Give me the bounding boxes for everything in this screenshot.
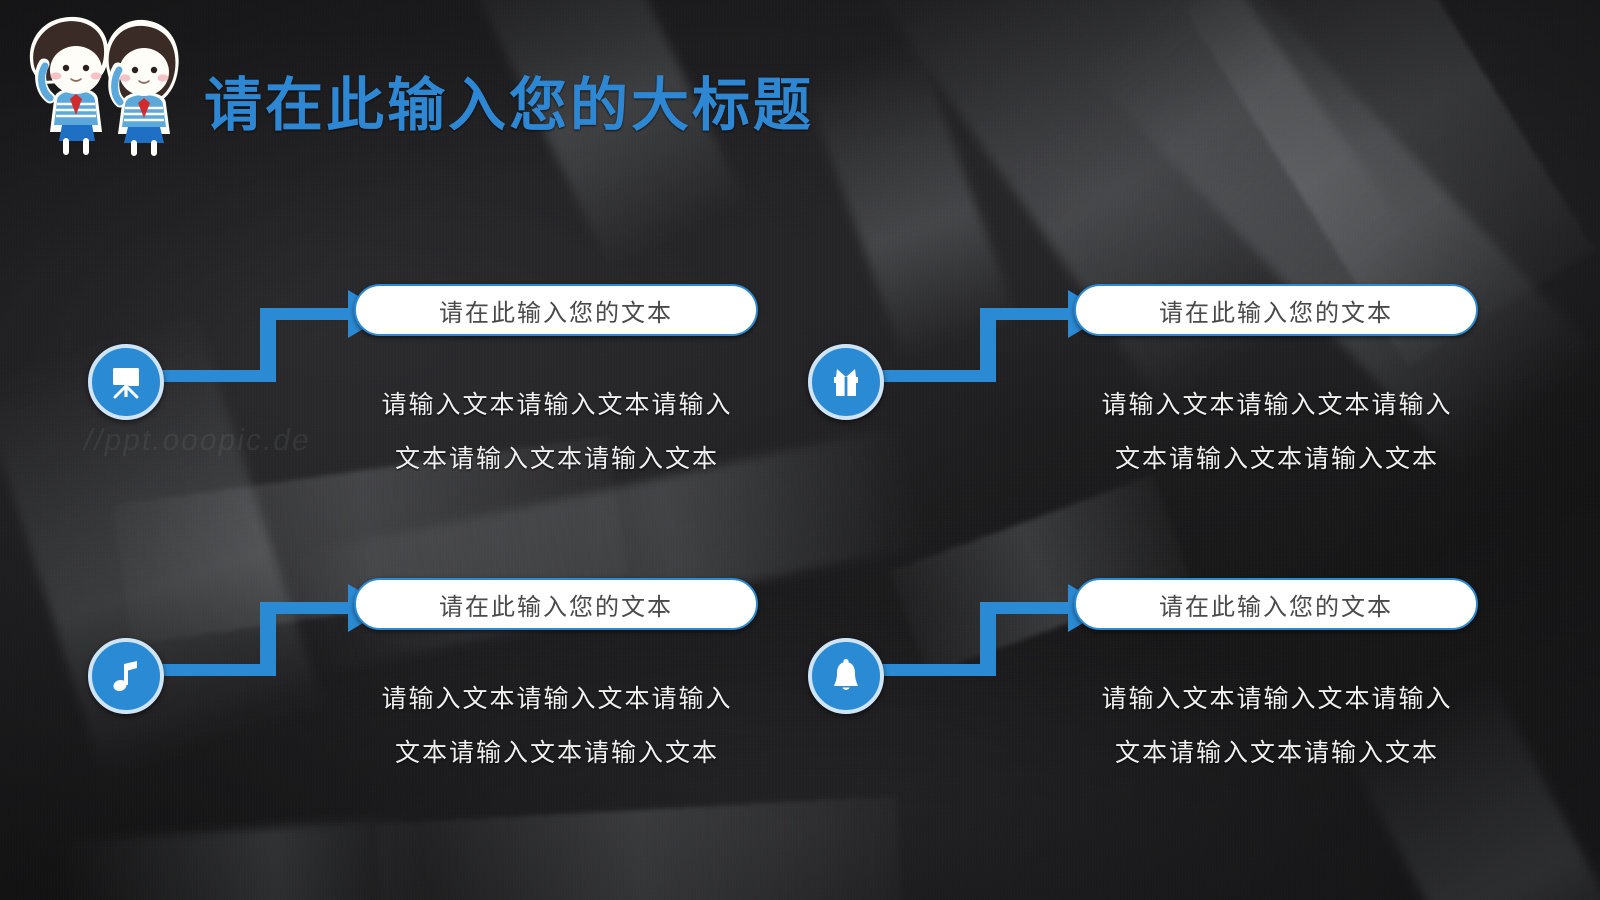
stepped-arrow-connector — [152, 284, 412, 394]
heading-text: 请在此输入您的文本 — [439, 593, 673, 621]
bell-icon[interactable] — [808, 638, 884, 714]
stepped-arrow-connector — [152, 578, 412, 688]
heading-text: 请在此输入您的文本 — [1159, 299, 1393, 327]
content-block: 请在此输入您的文本 请输入文本请输入文本请输入 文本请输入文本请输入文本 — [802, 278, 1542, 568]
body-text: 请输入文本请输入文本请输入 文本请输入文本请输入文本 — [1052, 672, 1502, 780]
heading-pill[interactable]: 请在此输入您的文本 — [1074, 578, 1478, 630]
watermark: //ppt.ooopic.de — [81, 424, 314, 457]
stepped-arrow-connector — [872, 578, 1132, 688]
body-line: 文本请输入文本请输入文本 — [394, 445, 719, 473]
body-line: 文本请输入文本请输入文本 — [394, 739, 719, 767]
presentation-board-icon[interactable] — [88, 344, 164, 420]
page-title: 请在此输入您的大标题 — [204, 73, 815, 138]
heading-text: 请在此输入您的文本 — [439, 299, 673, 327]
content-block: 请在此输入您的文本 请输入文本请输入文本请输入 文本请输入文本请输入文本 — [82, 278, 822, 568]
stepped-arrow-connector — [872, 284, 1132, 394]
body-text: 请输入文本请输入文本请输入 文本请输入文本请输入文本 — [332, 378, 782, 486]
gift-box-icon[interactable] — [808, 344, 884, 420]
heading-text: 请在此输入您的文本 — [1159, 593, 1393, 621]
music-note-icon[interactable] — [88, 638, 164, 714]
slide-header: 请在此输入您的大标题 — [0, 0, 1600, 170]
body-text: 请输入文本请输入文本请输入 文本请输入文本请输入文本 — [1052, 378, 1502, 486]
content-block: 请在此输入您的文本 请输入文本请输入文本请输入 文本请输入文本请输入文本 — [802, 572, 1542, 862]
content-block: 请在此输入您的文本 请输入文本请输入文本请输入 文本请输入文本请输入文本 — [82, 572, 822, 862]
body-line: 请输入文本请输入文本请输入 — [1101, 685, 1453, 713]
heading-pill[interactable]: 请在此输入您的文本 — [354, 284, 758, 336]
heading-pill[interactable]: 请在此输入您的文本 — [1074, 284, 1478, 336]
body-line: 文本请输入文本请输入文本 — [1114, 445, 1439, 473]
body-line: 请输入文本请输入文本请输入 — [381, 685, 733, 713]
body-line: 请输入文本请输入文本请输入 — [1101, 391, 1453, 419]
body-line: 文本请输入文本请输入文本 — [1114, 739, 1439, 767]
body-line: 请输入文本请输入文本请输入 — [381, 391, 733, 419]
students-mascot-icon — [14, 8, 190, 158]
body-text: 请输入文本请输入文本请输入 文本请输入文本请输入文本 — [332, 672, 782, 780]
heading-pill[interactable]: 请在此输入您的文本 — [354, 578, 758, 630]
